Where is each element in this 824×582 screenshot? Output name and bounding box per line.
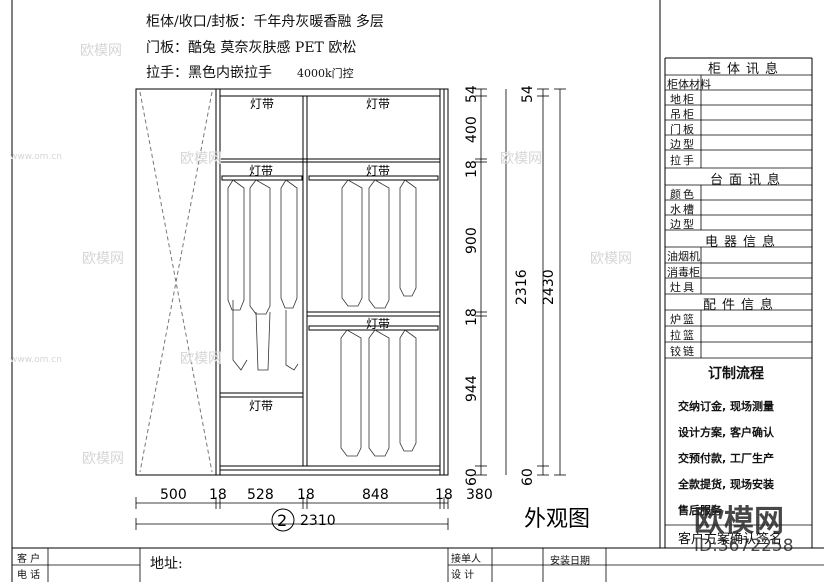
watermark: 欧模网 [180, 351, 222, 367]
light-strip-label: 灯带 [366, 97, 390, 111]
dim-value: 54 [464, 85, 480, 103]
note-light-control: 4000k门控 [297, 67, 354, 80]
sheet-frame [11, 0, 824, 582]
footer-customer: 客 户 [17, 554, 41, 565]
view-title: 外观图 [524, 507, 590, 532]
horizontal-dimension-lines [135, 497, 449, 530]
footer-receiver: 接单人 [451, 554, 481, 565]
dim-value: 54 [520, 85, 536, 103]
dim-value: 60 [520, 468, 536, 486]
footer-designer: 设 计 [451, 570, 475, 581]
process-step: 交预付款, 工厂生产 [678, 452, 775, 465]
watermark: 欧模网 [590, 251, 632, 267]
watermark: 欧模网 [82, 451, 124, 467]
wardrobe-body [135, 88, 449, 476]
footer-grid [12, 548, 824, 582]
process-step: 售后服务 [678, 504, 722, 517]
brand-watermark: 欧模网 [694, 504, 784, 539]
process-title: 订制流程 [708, 366, 764, 382]
inner-height-dim: 2316 [514, 269, 530, 305]
footer-phone: 电 话 [17, 570, 41, 581]
info-row-label: 拉手 [670, 154, 696, 167]
dim-value: 900 [464, 227, 480, 254]
watermark: 欧模网 [82, 251, 124, 267]
dim-value: 500 [160, 487, 187, 503]
sheet-number: 2 [277, 511, 287, 530]
watermark: 欧模网 [180, 151, 222, 167]
footer-address: 地址: [150, 556, 183, 572]
dim-value: 60 [464, 468, 480, 486]
brand-watermark-id: ID:3672258 [694, 536, 794, 556]
info-row-label: 铰链 [670, 345, 696, 358]
open-panel-cross [139, 91, 213, 473]
info-row-label: 灶具 [670, 281, 696, 294]
section-title: 电器信息 [705, 235, 782, 250]
info-row-label: 吊柜 [670, 108, 696, 121]
hanging-rods [221, 175, 439, 331]
total-height-dim: 2430 [541, 269, 557, 305]
dim-value: 18 [297, 487, 315, 503]
info-row-label: 地柜 [670, 93, 696, 106]
info-row-label: 油烟机 [667, 250, 700, 263]
info-row-label: 颜色 [670, 188, 696, 201]
light-strip-label: 灯带 [250, 97, 274, 111]
dim-value: 848 [362, 487, 389, 503]
light-strip-label: 灯带 [249, 399, 273, 413]
light-strip-label: 灯带 [249, 164, 273, 178]
signature-label: 客户方案确认签名 [678, 532, 783, 547]
dim-value: 18 [435, 487, 453, 503]
garments [227, 179, 417, 457]
section-title: 台面讯息 [710, 173, 787, 188]
watermark: www.om.cn [10, 355, 62, 365]
watermark: 欧模网 [500, 151, 542, 167]
watermark: www.om.cn [10, 152, 62, 162]
note-cabinet: 柜体/收口/封板：千年舟灰暖香融 多层 [146, 14, 384, 30]
info-row-label: 柜体材料 [667, 78, 711, 91]
total-width-dim: 2310 [300, 513, 336, 529]
process-step: 设计方案, 客户确认 [678, 426, 775, 439]
note-handle: 拉手：黑色内嵌拉手 [146, 65, 272, 81]
info-row-label: 水槽 [670, 203, 696, 216]
watermark: 欧模网 [80, 43, 122, 59]
info-row-label: 门板 [670, 123, 696, 136]
info-row-label: 消毒柜 [667, 266, 700, 279]
info-row-label: 炉篮 [670, 313, 696, 326]
dim-value: 400 [464, 116, 480, 143]
vertical-dimension-lines [475, 88, 566, 476]
section-title: 配件信息 [703, 298, 780, 313]
dim-value: 18 [464, 308, 480, 326]
info-row-label: 边型 [670, 138, 696, 151]
sheet-number-circle [271, 508, 295, 532]
dim-value: 380 [466, 487, 493, 503]
dim-value: 18 [464, 160, 480, 178]
info-row-label: 拉篮 [670, 329, 696, 342]
info-row-label: 边型 [670, 218, 696, 231]
light-strip-label: 灯带 [366, 164, 390, 178]
footer-install-date: 安装日期 [550, 556, 590, 567]
dim-value: 944 [464, 375, 480, 402]
note-door: 门板：酷兔 莫奈灰肤感 PET 欧松 [146, 40, 357, 56]
process-step: 交纳订金, 现场测量 [678, 400, 775, 413]
light-strip-label: 灯带 [366, 317, 390, 331]
dim-value: 18 [209, 487, 227, 503]
info-panel-grid [665, 74, 812, 526]
dim-value: 528 [247, 487, 274, 503]
section-title: 柜体讯息 [708, 62, 785, 77]
process-step: 全款提货, 现场安装 [678, 478, 775, 491]
